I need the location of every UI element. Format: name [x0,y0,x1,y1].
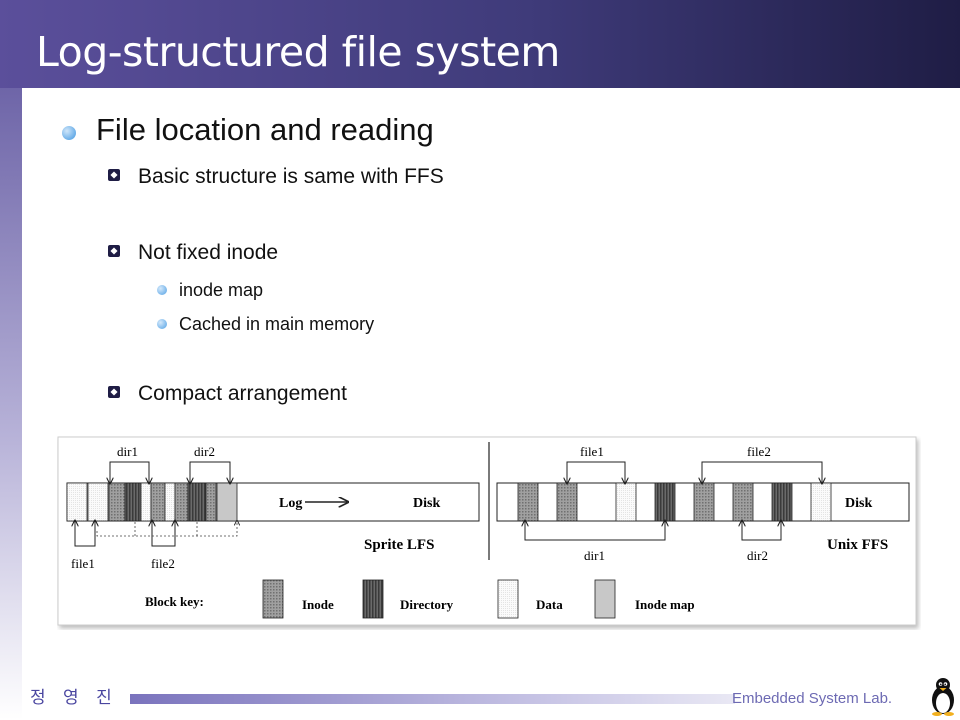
author-name: 정 영 진 [30,688,118,708]
bullet-text: File location and reading [96,112,434,147]
figure-frame [57,436,917,626]
ffs-disk-label: Disk [845,496,872,511]
lfs-dir2-label: dir2 [194,444,215,459]
sprite-lfs-diagram: Log Disk dir1 dir2 file1 file2 Sprite LF… [66,444,480,571]
sprite-lfs-name: Sprite LFS [364,537,434,553]
unix-ffs-diagram: Disk file1 file2 dir1 dir2 Unix FFS [496,444,910,563]
penguin-logo-icon [932,678,954,716]
diamond-bullet-icon [108,169,120,181]
sub-bullet-basic-structure: Basic structure is same with FFS [108,165,444,189]
bullet-dot-icon [62,126,76,140]
key-inode-swatch [262,579,284,619]
lab-name: Embedded System Lab. [732,690,893,707]
key-data-label: Data [536,597,563,612]
sub-bullet-text: Not fixed inode [138,241,279,264]
ffs-dir2-label: dir2 [747,548,768,563]
slide-title: Log-structured file system [36,28,560,76]
block-key-title: Block key: [145,594,204,609]
diamond-bullet-icon [108,386,120,398]
footer-decor-bar [130,694,735,704]
lfs-disk-label: Disk [413,496,440,511]
sub-bullet-text: Basic structure is same with FFS [138,165,444,188]
key-directory-swatch [362,579,384,619]
lfs-dir1-label: dir1 [117,444,138,459]
title-bar [0,0,960,88]
ffs-file1-label: file1 [580,444,604,459]
lfs-file2-label: file2 [151,556,175,571]
unix-ffs-name: Unix FFS [827,537,888,553]
key-inode-map-label: Inode map [635,597,695,612]
key-directory-label: Directory [400,597,454,612]
sub-sub-bullet-inode-map: inode map [157,280,264,301]
sub-sub-bullet-cached: Cached in main memory [157,314,375,335]
bullet-dot-icon [157,319,167,329]
lfs-log-label: Log [279,496,302,511]
sub-sub-bullet-text: Cached in main memory [179,314,375,334]
lfs-file1-label: file1 [71,556,95,571]
sub-bullet-not-fixed-inode: Not fixed inode [108,241,279,265]
ffs-dir1-label: dir1 [584,548,605,563]
sub-sub-bullet-text: inode map [179,280,264,300]
left-decor-band [0,88,22,720]
bullet-dot-icon [157,285,167,295]
sub-bullet-compact: Compact arrangement [108,382,347,406]
sub-bullet-text: Compact arrangement [138,382,347,405]
ffs-file2-label: file2 [747,444,771,459]
diamond-bullet-icon [108,245,120,257]
block-key-legend: Block key: Inode Directory Data Inode ma… [145,579,695,619]
key-inode-label: Inode [302,597,334,612]
key-inode-map-swatch [594,579,616,619]
lfs-ffs-diagram: Log Disk dir1 dir2 file1 file2 Sprite LF… [57,436,917,626]
key-data-swatch [497,579,519,619]
